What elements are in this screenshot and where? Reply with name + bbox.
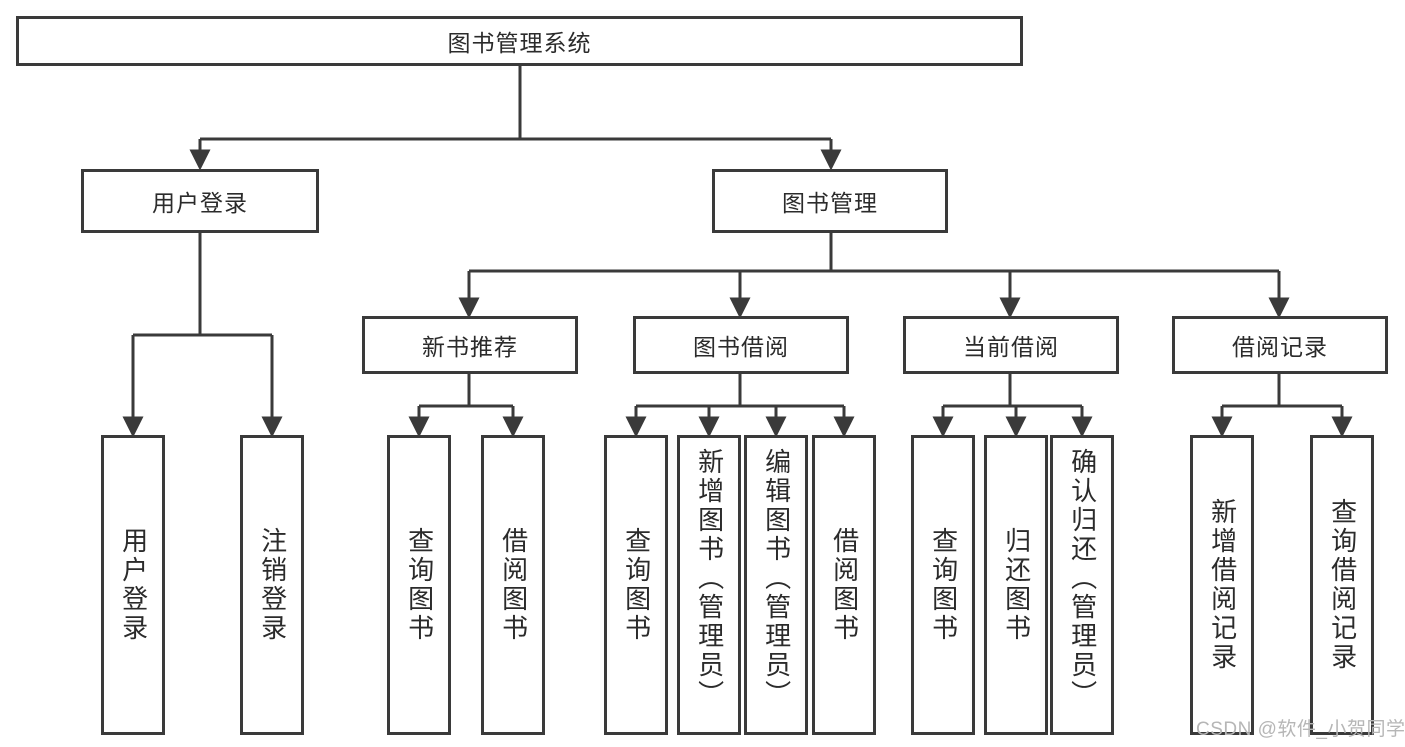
node-leaf-query-book-3[interactable]: 查询图书 (911, 435, 975, 735)
node-leaf-query-book-3-label: 查询图书 (928, 527, 959, 643)
node-leaf-query-book-2-label: 查询图书 (621, 527, 652, 643)
node-leaf-edit-book-label: 编辑图书（管理员） (761, 448, 792, 709)
node-leaf-return-book-label: 归还图书 (1001, 527, 1032, 643)
node-leaf-query-record-label: 查询借阅记录 (1327, 498, 1358, 672)
node-current-borrow-label: 当前借阅 (963, 334, 1059, 360)
node-leaf-borrow-book-1[interactable]: 借阅图书 (481, 435, 545, 735)
node-new-book-rec[interactable]: 新书推荐 (362, 316, 578, 374)
node-root[interactable]: 图书管理系统 (16, 16, 1023, 66)
node-leaf-borrow-book-2-label: 借阅图书 (829, 527, 860, 643)
node-leaf-borrow-book-1-label: 借阅图书 (498, 527, 529, 643)
node-leaf-query-book-1-label: 查询图书 (404, 527, 435, 643)
node-new-book-rec-label: 新书推荐 (422, 334, 518, 360)
node-leaf-add-book[interactable]: 新增图书（管理员） (677, 435, 741, 735)
node-book-borrow-label: 图书借阅 (693, 334, 789, 360)
node-book-borrow[interactable]: 图书借阅 (633, 316, 849, 374)
node-leaf-edit-book[interactable]: 编辑图书（管理员） (744, 435, 808, 735)
node-user-login[interactable]: 用户登录 (81, 169, 319, 233)
node-leaf-query-book-1[interactable]: 查询图书 (387, 435, 451, 735)
node-leaf-confirm-return-label: 确认归还（管理员） (1067, 448, 1098, 709)
node-leaf-user-login-label: 用户登录 (118, 527, 149, 643)
node-user-login-label: 用户登录 (152, 190, 248, 216)
node-leaf-user-login[interactable]: 用户登录 (101, 435, 165, 735)
node-book-manage[interactable]: 图书管理 (712, 169, 948, 233)
node-leaf-return-book[interactable]: 归还图书 (984, 435, 1048, 735)
node-leaf-add-record[interactable]: 新增借阅记录 (1190, 435, 1254, 735)
node-leaf-add-record-label: 新增借阅记录 (1207, 498, 1238, 672)
node-book-manage-label: 图书管理 (782, 190, 878, 216)
node-leaf-logout-label: 注销登录 (257, 527, 288, 643)
node-leaf-logout[interactable]: 注销登录 (240, 435, 304, 735)
node-leaf-query-record[interactable]: 查询借阅记录 (1310, 435, 1374, 735)
node-leaf-add-book-label: 新增图书（管理员） (694, 448, 725, 709)
node-borrow-record-label: 借阅记录 (1232, 334, 1328, 360)
node-current-borrow[interactable]: 当前借阅 (903, 316, 1119, 374)
node-leaf-query-book-2[interactable]: 查询图书 (604, 435, 668, 735)
node-leaf-confirm-return[interactable]: 确认归还（管理员） (1050, 435, 1114, 735)
node-leaf-borrow-book-2[interactable]: 借阅图书 (812, 435, 876, 735)
node-borrow-record[interactable]: 借阅记录 (1172, 316, 1388, 374)
csdn-watermark: CSDN @软件_小贺同学 (1196, 719, 1405, 740)
node-root-label: 图书管理系统 (447, 30, 592, 56)
